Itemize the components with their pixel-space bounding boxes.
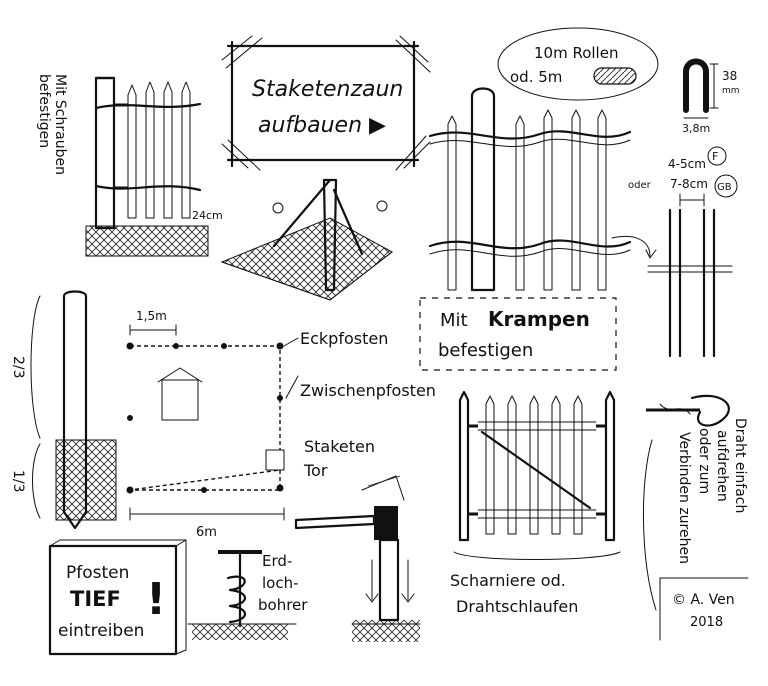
staples-note: Mit Krampen befestigen (419, 297, 617, 371)
plan-gate-line2: Tor (303, 461, 328, 480)
post-lower-fraction: 1/3 (10, 470, 26, 493)
sign-line1: Pfosten (66, 563, 129, 583)
spacing-badge1: F (712, 150, 718, 163)
stapled-fence-illustration (428, 87, 632, 292)
screw-fence-illustration: 24cm Mit Schrauben befestigen (36, 74, 223, 257)
hinges-line2: Drahtschlaufen (456, 597, 578, 616)
copyright-line1: © A. Ven (672, 592, 735, 608)
spacing-or: oder (628, 180, 652, 191)
wire-note-line3: oder zum (696, 428, 712, 494)
title-line2: aufbauen ▶ (258, 113, 386, 138)
rolls-line1: 10m Rollen (534, 44, 618, 62)
left-fence-measure: 24cm (192, 209, 223, 222)
staple-detail: 38 mm 3,8m (682, 58, 740, 135)
hinges-line1: Scharniere od. (450, 571, 566, 590)
pickets (127, 81, 191, 219)
wire-spacing-note: 4-5cm F oder 7-8cm GB (611, 146, 738, 358)
wire-note-line1: Draht einfach (732, 418, 748, 513)
staple-width: 3,8m (682, 122, 710, 135)
spacing-line1: 4-5cm (668, 157, 706, 171)
rolls-line2: od. 5m (510, 68, 562, 86)
left-fence-caption-line2: befestigen (36, 74, 52, 148)
plan-intermediate-post: Zwischenpfosten (300, 381, 436, 400)
bracing-post-illustration (220, 178, 393, 301)
sign-line3: eintreiben (58, 621, 144, 641)
auger-line2: loch- (262, 574, 299, 592)
staples-line1-prefix: Mit (440, 310, 468, 331)
auger-line1: Erd- (262, 552, 292, 570)
staple-height-unit: mm (722, 86, 740, 96)
copyright-block: © A. Ven 2018 (659, 577, 749, 641)
copyright-line2: 2018 (690, 615, 723, 630)
post-driving-illustration (294, 475, 421, 642)
title-line1: Staketenzaun (252, 77, 403, 102)
post-depth-illustration: 2/3 1/3 (10, 290, 117, 530)
wire-note-line2: aufdrehen (714, 430, 730, 502)
sign-line2: TIEF (70, 587, 121, 611)
title-block: Staketenzaun aufbauen ▶ (221, 35, 431, 171)
staples-line2: befestigen (438, 340, 533, 361)
spacing-badge2: GB (717, 182, 732, 193)
plan-width-total: 6m (196, 525, 217, 540)
staples-line1-bold: Krampen (488, 307, 590, 331)
roll-size-note: 10m Rollen od. 5m (497, 27, 659, 101)
earth-auger-illustration: Erd- loch- bohrer (187, 550, 308, 640)
plan-gate-line1: Staketen (304, 437, 375, 456)
auger-line3: bohrer (258, 596, 308, 614)
plan-width-small: 1,5m (136, 309, 167, 323)
spacing-line2: 7-8cm (670, 177, 708, 191)
left-fence-caption-line1: Mit Schrauben (52, 74, 68, 175)
staple-height: 38 (722, 69, 737, 83)
fence-plan-view: 1,5m 6m Eckpfosten Zwischenpfosten Stake… (126, 309, 436, 540)
plan-corner-post: Eckpfosten (300, 329, 388, 348)
post-upper-fraction: 2/3 (10, 356, 26, 379)
wire-note-line4: Verbinden zurehen (676, 432, 692, 564)
deep-post-sign: Pfosten TIEF eintreiben ! (48, 539, 187, 656)
sign-exclamation: ! (146, 574, 166, 625)
gate-illustration: Scharniere od. Drahtschlaufen (450, 390, 621, 616)
wire-twist-note: Draht einfach aufdrehen oder zum Verbind… (642, 394, 748, 611)
